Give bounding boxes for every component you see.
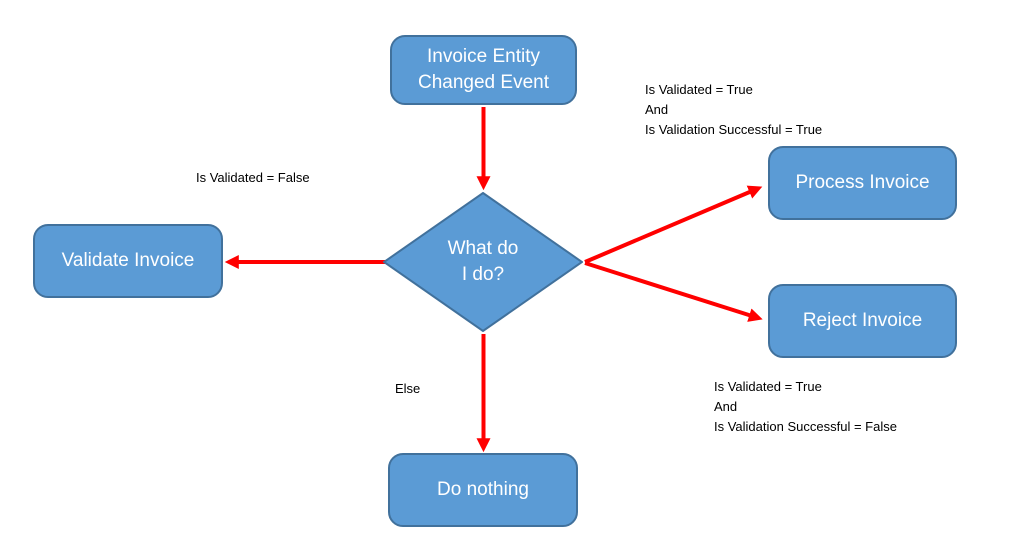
node-invoice-entity-changed-event: Invoice Entity Changed Event: [390, 35, 577, 105]
condition-label-else: Else: [395, 381, 421, 396]
arrow-decision-to-reject: [584, 261, 763, 322]
node-decision-what-do-i-do: What do I do?: [383, 192, 583, 332]
node-label: Validate Invoice: [61, 250, 195, 272]
node-label: Process Invoice: [795, 172, 930, 194]
node-label: Do nothing: [437, 479, 529, 501]
condition-label-reject: Is Validated = True And Is Validation Su…: [714, 379, 897, 435]
condition-label-validate: Is Validated = False: [196, 170, 310, 185]
node-validate-invoice: Validate Invoice: [33, 224, 223, 298]
arrow-decision-to-process: [584, 185, 763, 264]
node-reject-invoice: Reject Invoice: [768, 284, 957, 358]
node-label: What do I do?: [447, 238, 519, 285]
node-process-invoice: Process Invoice: [768, 146, 957, 220]
node-do-nothing: Do nothing: [388, 453, 578, 527]
node-label: Invoice Entity Changed Event: [418, 46, 549, 93]
diamond-shape: [383, 192, 583, 332]
node-label: Reject Invoice: [802, 310, 923, 332]
condition-label-process: Is Validated = True And Is Validation Su…: [645, 82, 823, 138]
